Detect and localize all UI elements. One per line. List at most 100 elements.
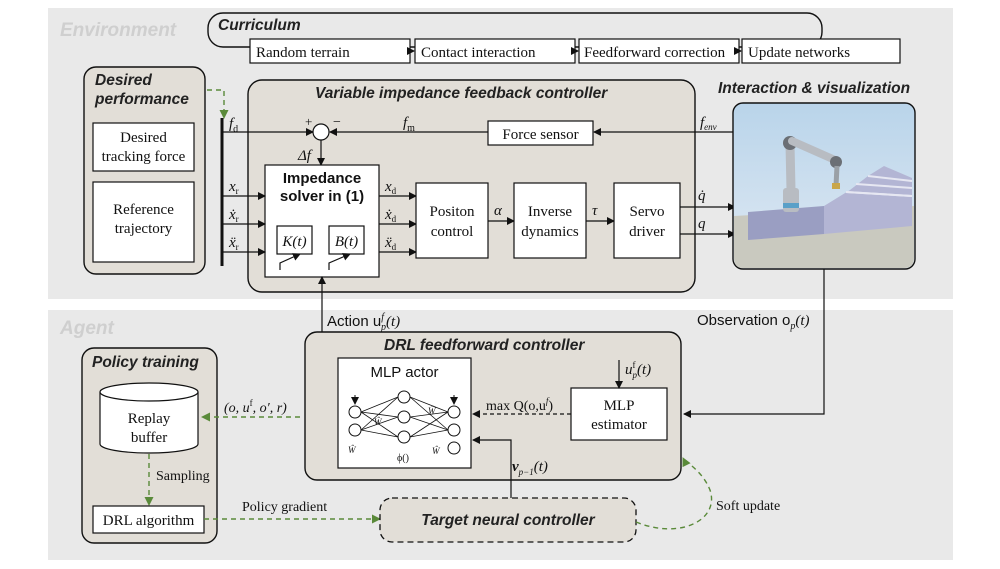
nn-edge-9 xyxy=(409,411,449,418)
stair-edge-1 xyxy=(845,191,913,197)
fd-label: fd xyxy=(229,116,238,135)
nn-edge-8 xyxy=(409,396,449,431)
phi-label: ϕ() xyxy=(397,453,409,464)
nn-input-node-2 xyxy=(348,423,362,437)
mlp-estimator-line1: MLP xyxy=(604,398,635,414)
drl-algorithm-box xyxy=(92,505,205,534)
desired-tracking-force-box xyxy=(92,122,195,172)
nn-input-node-1 xyxy=(348,405,362,419)
nn-output-node-1 xyxy=(447,405,461,419)
target-controller-label: Target neural controller xyxy=(421,512,595,529)
xd-ddot-label: ẍd xyxy=(384,235,397,252)
position-control-line1: Positon xyxy=(429,204,475,220)
sampling-label: Sampling xyxy=(156,469,210,484)
nn-edge-3 xyxy=(360,411,399,438)
b-gain-label: B(t) xyxy=(335,234,358,250)
neural-network: Ŵ Ŵ Ŵ Ŵ ϕ() xyxy=(348,390,461,464)
nn-edge-12 xyxy=(409,429,449,438)
curriculum-step-4 xyxy=(741,38,901,64)
robot-gripper xyxy=(832,183,840,189)
platform-low xyxy=(748,206,824,240)
environment-label: Environment xyxy=(60,20,177,41)
drl-controller-title: DRL feedforward controller xyxy=(384,337,585,354)
minus-sign: − xyxy=(333,115,341,130)
desired-performance-title-1: Desired xyxy=(95,72,152,89)
b-tuning-arrow xyxy=(328,253,351,270)
sum-junction xyxy=(312,123,330,141)
drl-algorithm-label: DRL algorithm xyxy=(103,513,195,529)
q-label: q xyxy=(698,216,706,232)
desired-tracking-force-line1: Desired xyxy=(120,130,167,146)
robot-link-upper xyxy=(788,137,839,164)
observation-label: Observation op(t) xyxy=(697,312,810,332)
fm-label: fm xyxy=(403,115,415,134)
curriculum: Curriculum Random terrain Contact intera… xyxy=(207,12,901,64)
nn-edge-7 xyxy=(409,396,449,413)
servo-driver-line2: driver xyxy=(629,224,665,240)
tau-label: τ xyxy=(592,203,598,219)
policy-gradient-label: Policy gradient xyxy=(242,500,327,515)
nn-edge-5 xyxy=(360,416,399,431)
replay-buffer xyxy=(99,382,199,454)
force-sensor-label: Force sensor xyxy=(502,127,578,143)
inverse-dynamics-line2: dynamics xyxy=(521,224,579,240)
nn-output-node-2 xyxy=(447,423,461,437)
observation-line xyxy=(683,269,825,418)
soft-update-arrow xyxy=(635,457,713,530)
servo-driver-box xyxy=(613,182,681,259)
curriculum-step-2 xyxy=(414,38,576,64)
curriculum-step-3-label: Feedforward correction xyxy=(584,45,726,61)
max-q-label: max Q(o,uf) xyxy=(486,396,553,414)
interaction-title: Interaction & visualization xyxy=(718,80,910,97)
desired-tracking-force-line2: tracking force xyxy=(102,149,186,165)
reference-trajectory-line2: trajectory xyxy=(115,221,173,237)
inverse-dynamics-box xyxy=(513,182,587,259)
fenv-label: fenv xyxy=(700,115,717,132)
k-tuning-arrow xyxy=(279,253,301,270)
desired-performance-title-2: performance xyxy=(94,91,189,108)
xd-label: xd xyxy=(384,179,397,196)
nn-edge-10 xyxy=(409,416,449,431)
nn-edge-6 xyxy=(360,429,399,438)
inverse-dynamics-line1: Inverse xyxy=(528,204,572,220)
w-label-3: Ŵ xyxy=(428,406,437,416)
nn-edge-2 xyxy=(360,411,399,418)
tuple-label: (o, uf, o′, r) xyxy=(224,398,287,416)
reference-trajectory-box xyxy=(92,181,195,263)
q-dot-label: q̇ xyxy=(698,188,706,204)
stair-edge-2 xyxy=(855,183,913,189)
v-label: vp−1(t) xyxy=(512,459,548,477)
reference-trajectory-line1: Reference xyxy=(113,202,174,218)
delta-f-label: Δf xyxy=(297,148,313,164)
nn-hidden-node-3 xyxy=(397,430,411,444)
policy-training-title: Policy training xyxy=(92,354,199,371)
impedance-solver-box xyxy=(264,164,380,278)
mlp-estimator-line2: estimator xyxy=(591,417,647,433)
force-sensor-box xyxy=(487,120,594,146)
xr-ddot-label: ẍr xyxy=(228,235,239,252)
w-label-1: Ŵ xyxy=(374,417,383,427)
xr-dot-label: ẋr xyxy=(228,207,239,224)
mlp-actor-label: MLP actor xyxy=(370,364,438,381)
target-to-actor-arrow xyxy=(472,436,512,498)
nn-edge-11 xyxy=(409,411,449,438)
replay-buffer-line1: Replay xyxy=(128,411,171,427)
feedback-controller-title: Variable impedance feedback controller xyxy=(315,85,608,102)
plus-sign: + xyxy=(305,114,312,129)
nn-hidden-node-1 xyxy=(397,390,411,404)
curriculum-step-1-label: Random terrain xyxy=(256,45,350,61)
w-label-4: Ŵ xyxy=(432,446,441,456)
xr-label: xr xyxy=(228,179,239,196)
staircase xyxy=(824,166,912,234)
robot-wrist xyxy=(830,156,842,168)
position-control-line2: control xyxy=(431,224,474,240)
replay-buffer-line2: buffer xyxy=(131,430,167,446)
robot-arm xyxy=(783,136,842,212)
impedance-title-2: solver in (1) xyxy=(280,188,364,205)
robot-base-ring xyxy=(783,203,799,208)
curriculum-step-4-label: Update networks xyxy=(748,45,850,61)
target-controller-box xyxy=(379,497,637,543)
replay-buffer-top xyxy=(99,382,199,402)
